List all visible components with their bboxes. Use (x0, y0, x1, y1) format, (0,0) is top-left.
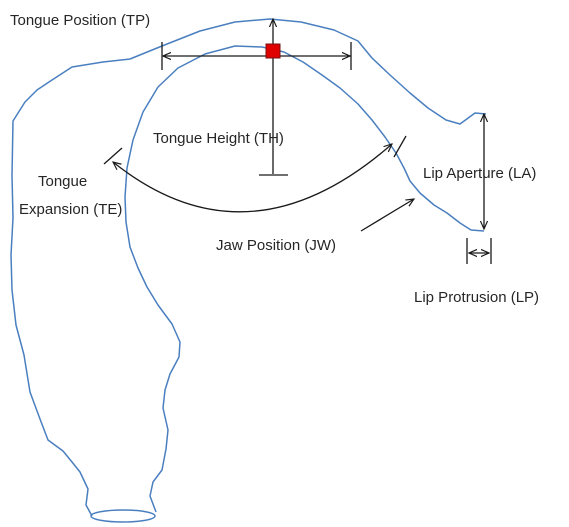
glottis-ellipse (91, 510, 155, 522)
tongue-position-marker (266, 44, 280, 58)
label-tongue-expansion-line1: Tongue (38, 173, 87, 190)
label-tongue-expansion-line2: Expansion (TE) (19, 201, 122, 218)
label-tongue-position: Tongue Position (TP) (10, 12, 150, 29)
tongue-expansion-arrow (113, 144, 392, 212)
jaw-position-pointer (361, 199, 414, 231)
outer-tract-contour (11, 19, 486, 516)
label-lip-aperture: Lip Aperture (LA) (423, 165, 536, 182)
tongue-expansion-right-tick (394, 136, 406, 157)
inner-tract-contour (125, 46, 484, 512)
label-tongue-height: Tongue Height (TH) (153, 130, 284, 147)
label-lip-protrusion: Lip Protrusion (LP) (414, 289, 539, 306)
tongue-expansion-left-tick (104, 148, 122, 164)
label-jaw-position: Jaw Position (JW) (216, 237, 336, 254)
